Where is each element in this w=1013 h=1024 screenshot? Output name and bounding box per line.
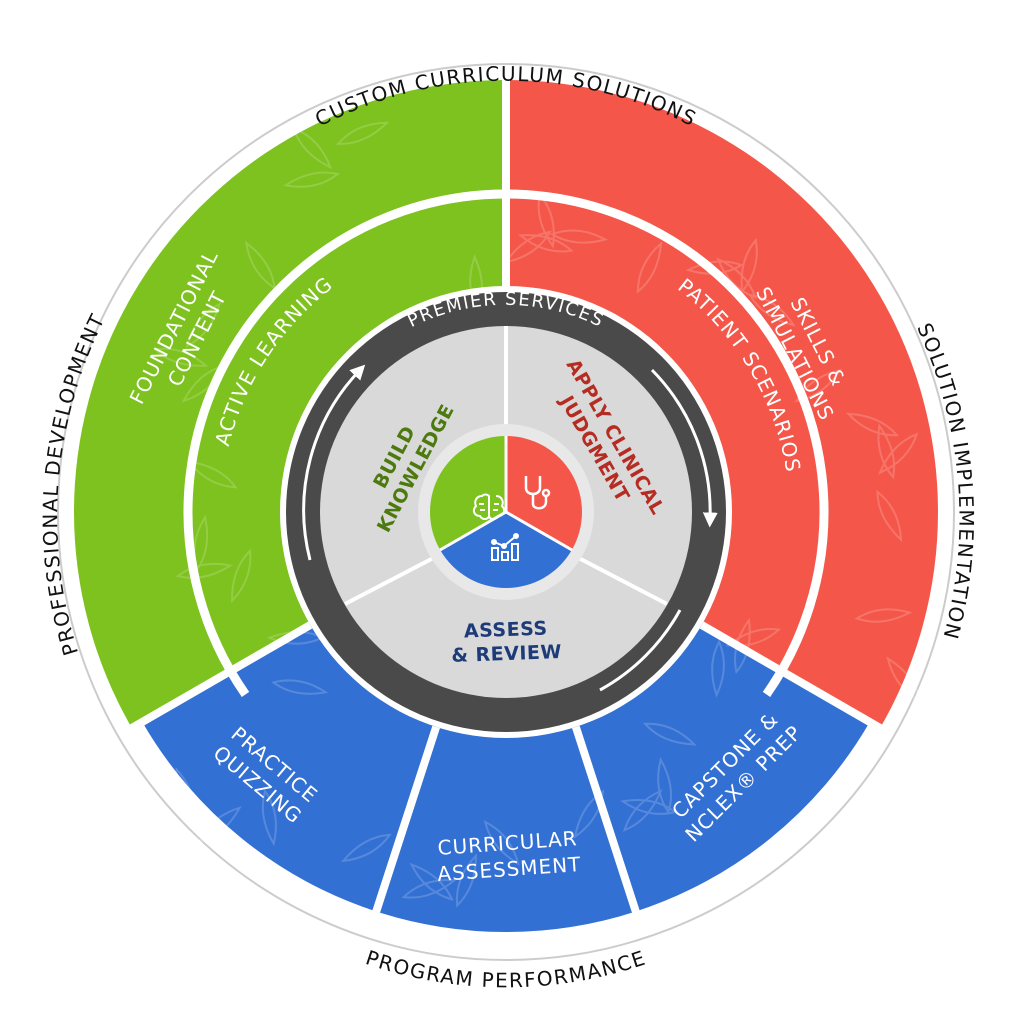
leaf-stroke (877, 423, 896, 480)
leaf-stroke (657, 756, 672, 815)
leaf-stroke (231, 548, 252, 604)
leaf-texture (152, 121, 922, 908)
brain-icon (472, 493, 506, 520)
leaf-stroke (845, 412, 900, 437)
assess-review-label: ASSESS & REVIEW (451, 618, 562, 667)
assess-line: ASSESS (464, 618, 548, 643)
leaf-stroke (794, 368, 843, 403)
leaf-stroke (283, 171, 340, 188)
stethoscope-icon (524, 476, 551, 510)
segment-divider-line (369, 725, 440, 923)
leaf-stroke (886, 656, 922, 703)
leaf-stroke (401, 879, 457, 899)
leaf-stroke (186, 460, 238, 489)
segment-dividers (122, 72, 890, 923)
leaf-stroke (292, 126, 333, 170)
leaf-stroke (152, 347, 209, 367)
leaf-stroke (876, 489, 903, 543)
outer-label-bottom-path: PROGRAM PERFORMANCE (363, 945, 648, 992)
leaf-stroke (340, 833, 392, 863)
segment-divider-line (699, 621, 890, 736)
segment-divider-line (572, 725, 643, 923)
outer-thin-ring (57, 63, 955, 961)
leaf-stroke (261, 788, 277, 847)
leaf-stroke (747, 293, 796, 327)
cycle-arrow-bottom (599, 609, 682, 692)
leaf-stroke (409, 862, 454, 901)
leaf-stroke (573, 789, 605, 839)
outer-label-bottom: PROGRAM PERFORMANCE (363, 945, 649, 992)
leaf-stroke (622, 789, 663, 832)
leaf-stroke (175, 562, 233, 579)
leaf-stroke (197, 806, 242, 844)
leaf-stroke (271, 679, 329, 695)
leaf-stroke (517, 234, 574, 253)
review-line: & REVIEW (451, 641, 562, 667)
leaf-stroke (734, 617, 751, 675)
core-dividers (344, 326, 668, 606)
leaf-stroke (549, 229, 608, 244)
leaf-stroke (335, 121, 390, 145)
leaf-stroke (503, 230, 552, 264)
curricular-assessment-label: CURRICULAR ASSESSMENT (437, 826, 582, 886)
segment-divider-line (122, 621, 313, 736)
leaf-stroke (711, 639, 725, 698)
leaf-stroke (620, 799, 678, 815)
leaf-stroke (642, 722, 697, 746)
leaf-stroke (854, 608, 913, 623)
leaf-stroke (740, 237, 758, 295)
leaf-stroke (716, 257, 757, 299)
leaf-stroke (483, 820, 520, 866)
leaf-stroke (636, 241, 663, 294)
leaf-stroke (878, 432, 919, 475)
leaf-stroke (725, 627, 782, 647)
cycle-arrow-left (302, 364, 366, 561)
cycle-arrow-right (650, 368, 718, 528)
leaf-stroke (185, 301, 222, 348)
bar-chart-icon (491, 533, 519, 561)
leaf-stroke (455, 853, 477, 908)
leaf-stroke (175, 766, 197, 822)
